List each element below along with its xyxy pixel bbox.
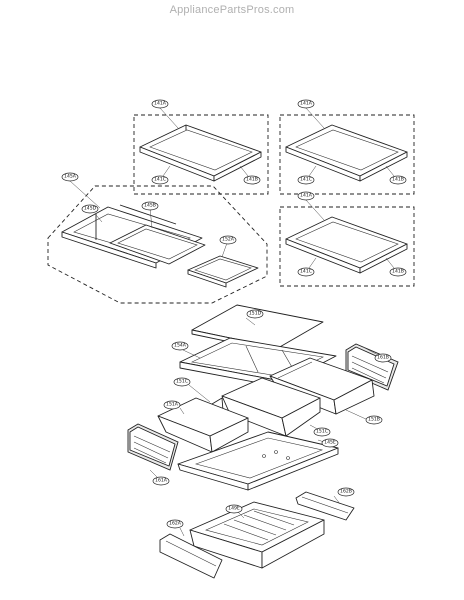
- callout-g3-b: 141B: [389, 267, 407, 277]
- callout-g4-d: 145D: [81, 204, 99, 214]
- callout-mid-e2: 145E: [321, 438, 339, 448]
- callout-g2-c: 141C: [297, 175, 315, 185]
- callout-label: 141C: [300, 177, 312, 183]
- callout-mid-e: 151C: [313, 427, 331, 437]
- callout-g3-c: 141C: [297, 267, 315, 277]
- callout-frame: 154A: [171, 341, 189, 351]
- shelf-glass-3: [285, 216, 408, 274]
- shelf-glass-2: [285, 124, 408, 182]
- callout-label: 162B: [340, 489, 352, 495]
- shelf-assembly-2: [279, 107, 415, 195]
- callout-label: 151D: [249, 311, 262, 317]
- shelf-assembly-1-border: [133, 114, 269, 195]
- right-rail: [295, 491, 355, 521]
- callout-rack-left: 161A: [152, 476, 170, 486]
- callout-label: 162A: [169, 521, 182, 527]
- callout-g4-b: 145B: [141, 201, 159, 211]
- callout-label: 161B: [377, 355, 389, 361]
- callout-label: 145D: [84, 206, 97, 212]
- callout-label: 151B: [368, 417, 380, 423]
- callout-g1-top: 141A: [151, 99, 169, 109]
- left-rack-panel: [127, 423, 179, 479]
- callout-label: 145E: [324, 440, 336, 446]
- callout-g4-top: 145A: [61, 172, 79, 182]
- callout-tray: 149E: [225, 504, 243, 514]
- callout-bin-right: 151B: [365, 415, 383, 425]
- folding-shelf-glass: [109, 224, 206, 265]
- callout-bin-left: 151A: [163, 400, 181, 410]
- callout-label: 141A: [300, 193, 313, 199]
- shelf-assembly-1: [133, 107, 269, 195]
- callout-label: 151A: [166, 402, 179, 408]
- left-crisper-bin: [157, 397, 249, 453]
- callout-label: 141B: [392, 177, 404, 183]
- shelf-assembly-3: [279, 199, 415, 287]
- callout-g1-c: 141C: [151, 175, 169, 185]
- folding-shelf-assembly: [47, 180, 268, 304]
- callout-label: 141B: [392, 269, 404, 275]
- callout-rack-right: 161B: [374, 353, 392, 363]
- callout-label: 161A: [155, 478, 168, 484]
- callout-g1-b: 141B: [243, 175, 261, 185]
- callout-mid-c: 151C: [173, 377, 191, 387]
- callout-g3-top: 141A: [297, 191, 315, 201]
- callout-g2-top: 141A: [297, 99, 315, 109]
- callout-rail-left: 162A: [166, 519, 184, 529]
- callout-label: 141C: [300, 269, 312, 275]
- callout-label: 141A: [300, 101, 313, 107]
- crisper-base: [177, 431, 339, 491]
- shelf-assembly-2-border: [279, 114, 415, 195]
- shelf-glass-small: [187, 255, 259, 288]
- callout-label: 141C: [154, 177, 166, 183]
- right-rack-panel: [345, 343, 399, 391]
- watermark: AppliancePartsPros.com: [169, 4, 295, 16]
- callout-g4-a: 152A: [219, 235, 237, 245]
- callout-g2-b: 141B: [389, 175, 407, 185]
- shelf-assembly-3-border: [279, 206, 415, 287]
- shelf-glass-1: [139, 124, 262, 182]
- callout-label: 152A: [222, 237, 235, 243]
- callout-label: 145B: [144, 203, 156, 209]
- callout-label: 141B: [246, 177, 258, 183]
- pantry-drawer: [189, 501, 325, 569]
- callout-cover: 151D: [246, 309, 264, 319]
- callout-label: 151C: [316, 429, 328, 435]
- callout-label: 154A: [174, 343, 187, 349]
- callout-label: 149E: [228, 506, 240, 512]
- callout-label: 151C: [176, 379, 188, 385]
- callout-label: 145A: [64, 174, 77, 180]
- callout-label: 141A: [154, 101, 167, 107]
- callout-rail-right: 162B: [337, 487, 355, 497]
- folding-shelf-border: [47, 185, 268, 304]
- left-rail: [159, 527, 223, 579]
